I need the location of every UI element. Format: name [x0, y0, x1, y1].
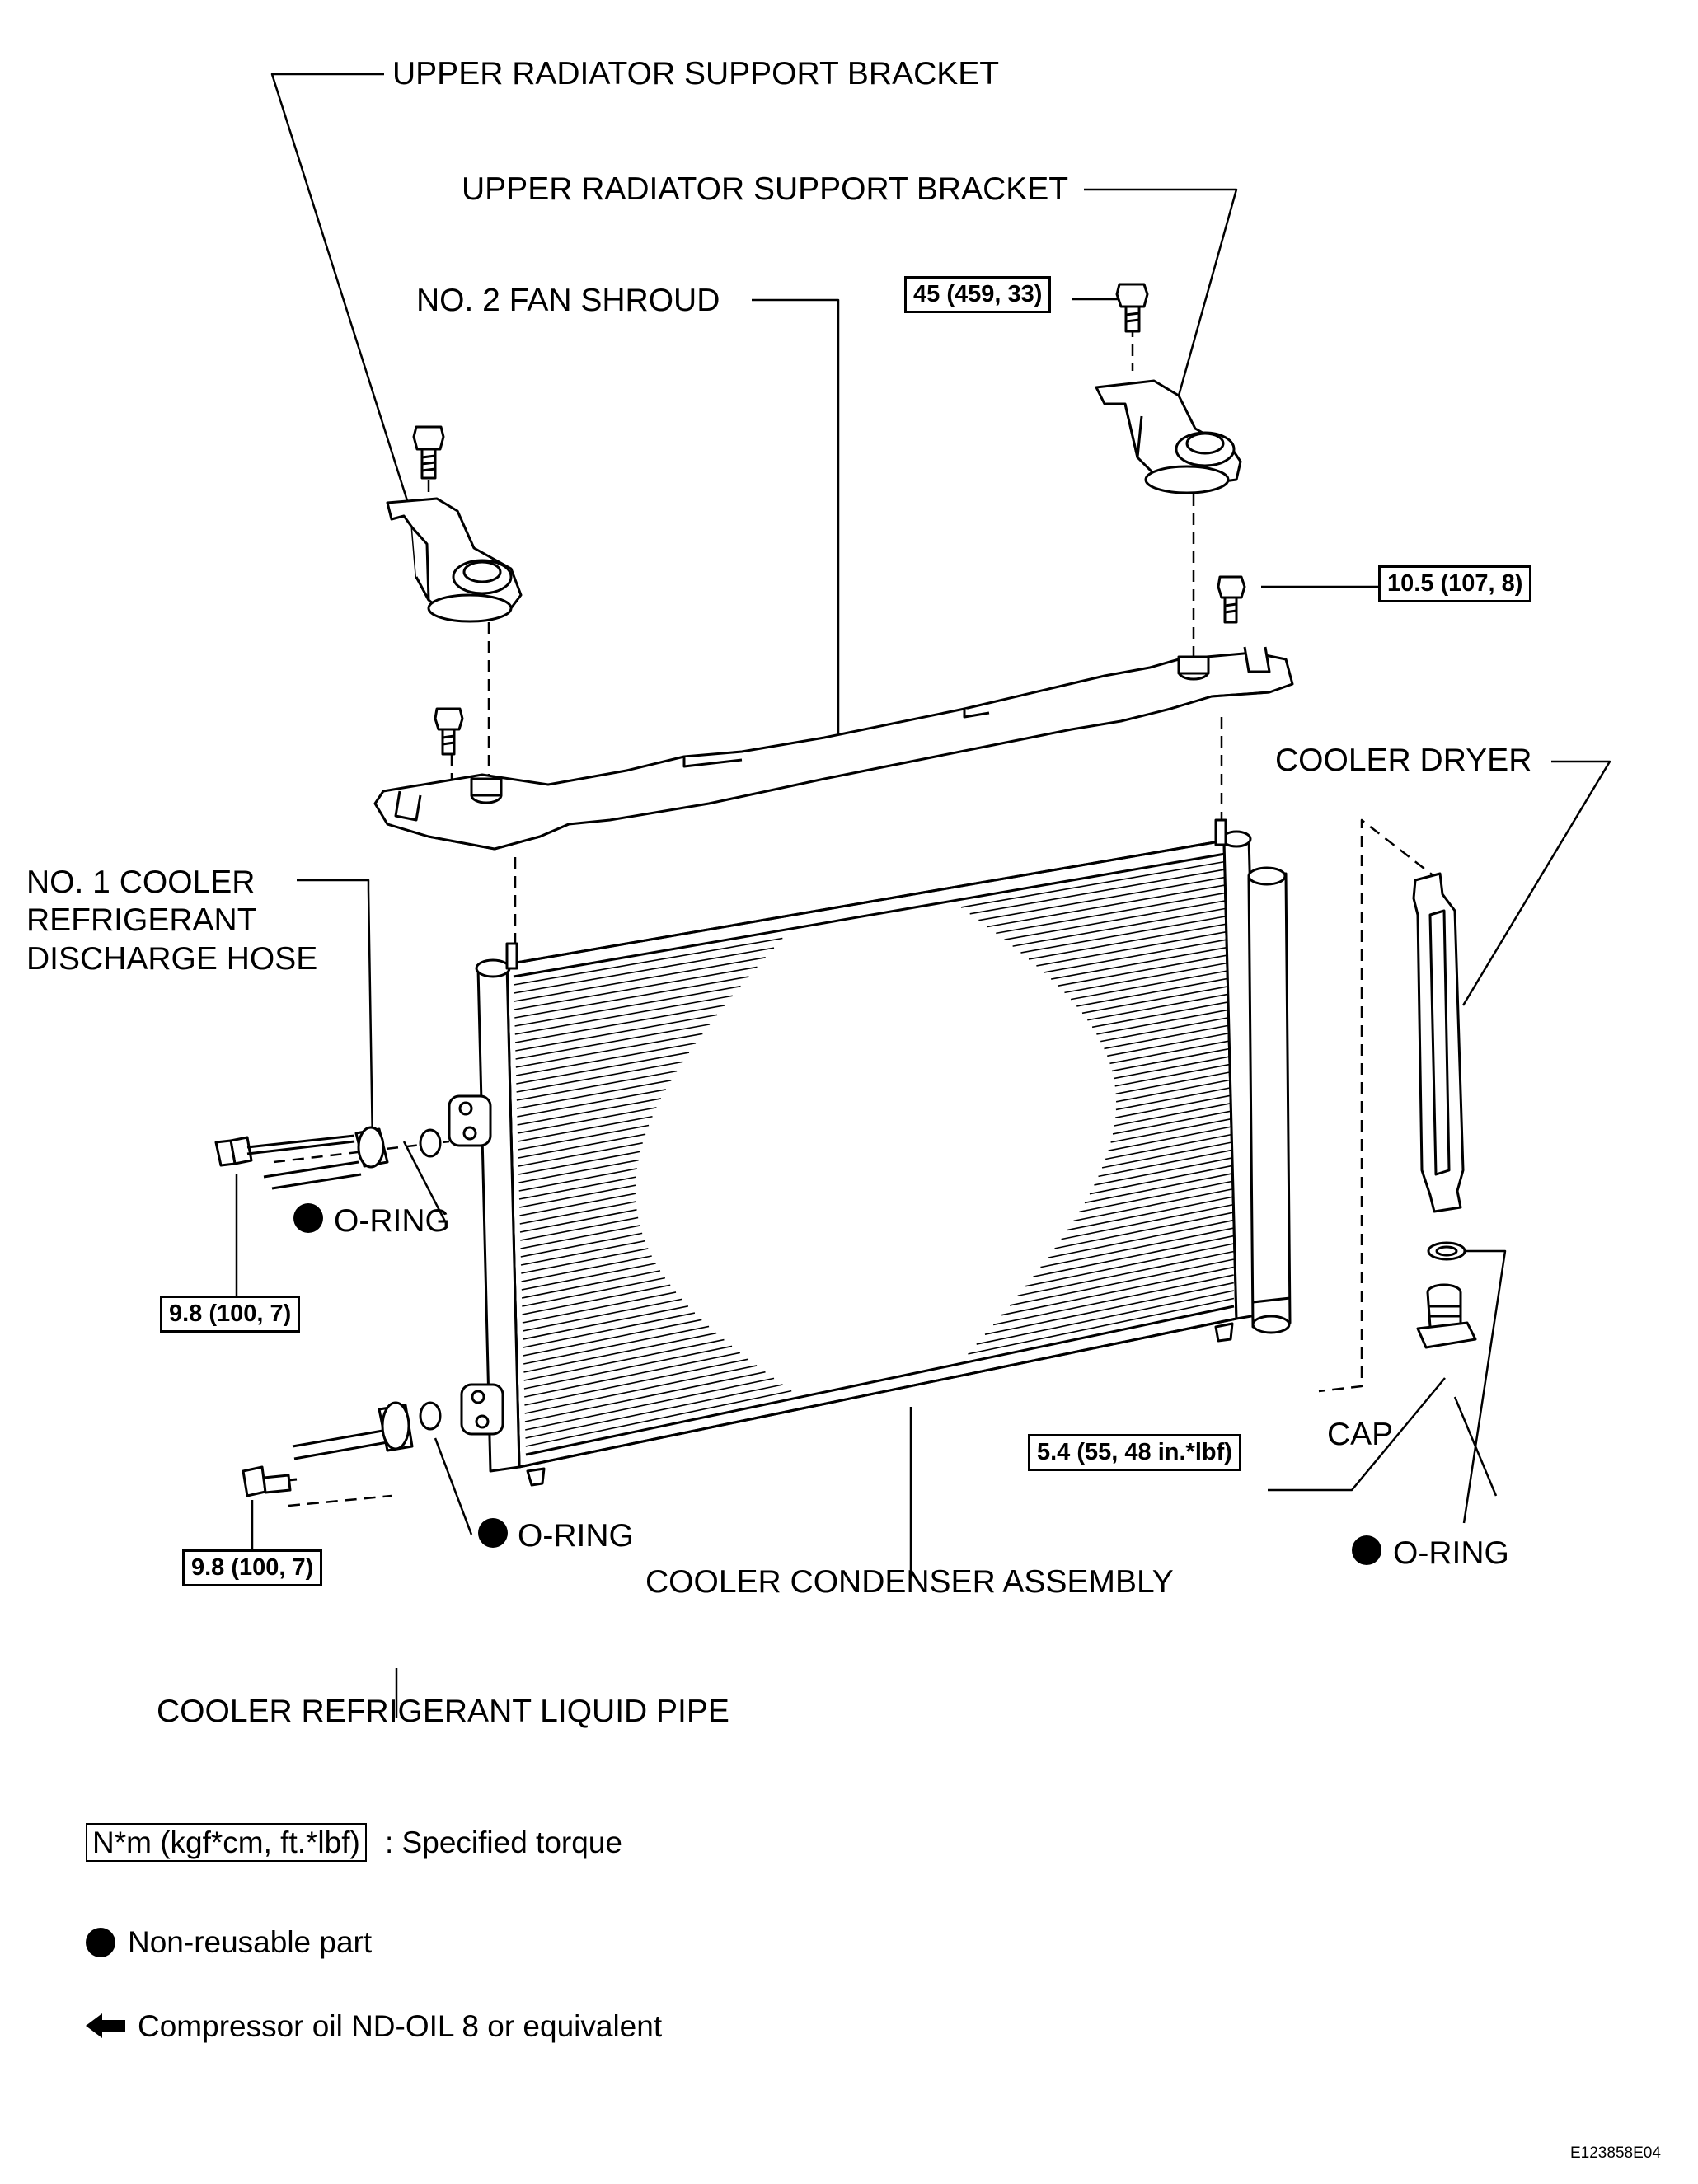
legend-torque-text: : Specified torque [385, 1825, 622, 1859]
label-discharge-hose: NO. 1 COOLER REFRIGERANT DISCHARGE HOSE [26, 865, 318, 977]
bolt-right-bracket [1115, 283, 1149, 333]
condenser-fins [514, 860, 1235, 1447]
upper-bracket-left [386, 497, 523, 623]
legend-non-reusable-dot-icon [86, 1928, 115, 1957]
label-o-ring-right: O-RING [1393, 1535, 1509, 1571]
discharge-hose-group [214, 1126, 442, 1190]
cooler-dryer [1412, 872, 1465, 1213]
dryer-o-ring-part [1427, 1241, 1466, 1261]
cap-part [1416, 1283, 1477, 1349]
torque-box-bracket: 45 (459, 33) [904, 276, 1052, 313]
label-upper-bracket-left: UPPER RADIATOR SUPPORT BRACKET [392, 56, 1000, 91]
non-reusable-dot-icon [478, 1518, 508, 1548]
label-o-ring-upper: O-RING [334, 1203, 450, 1239]
torque-box-pipe: 9.8 (100, 7) [182, 1549, 323, 1586]
label-cap: CAP [1327, 1417, 1394, 1452]
label-fan-shroud: NO. 2 FAN SHROUD [416, 283, 720, 318]
bolt-shroud-right [1217, 575, 1246, 624]
condenser-core [505, 839, 1238, 1469]
legend-nonreusable-text: Non-reusable part [128, 1925, 373, 1959]
upper-bracket-right [1095, 379, 1242, 494]
condenser-pins [505, 818, 1234, 1487]
oil-arrow-icon [86, 2013, 125, 2038]
leader-lines [235, 73, 1611, 1718]
non-reusable-dot-icon [293, 1203, 323, 1233]
receiver-tube [1247, 866, 1292, 1334]
legend-oil-text: Compressor oil ND-OIL 8 or equivalent [138, 2009, 663, 2043]
bolt-left-bracket [412, 425, 445, 480]
label-upper-bracket-right: UPPER RADIATOR SUPPORT BRACKET [462, 171, 1069, 207]
label-o-ring-lower: O-RING [518, 1518, 634, 1554]
condenser-inlet-blocks [448, 1094, 504, 1436]
condenser-left-tank [475, 958, 521, 1473]
liquid-pipe-group [242, 1401, 442, 1497]
torque-box-hose: 9.8 (100, 7) [160, 1296, 301, 1333]
bolt-shroud-left [434, 707, 464, 756]
non-reusable-dot-icon [1352, 1535, 1381, 1565]
torque-box-shroud: 10.5 (107, 8) [1378, 565, 1532, 602]
label-cooler-dryer: COOLER DRYER [1275, 743, 1532, 778]
figure-code: E123858E04 [1570, 2144, 1661, 2162]
label-condenser-assembly: COOLER CONDENSER ASSEMBLY [645, 1564, 1174, 1600]
torque-box-cap: 5.4 (55, 48 in.*lbf) [1028, 1434, 1241, 1471]
legend-torque-unit-box: N*m (kgf*cm, ft.*lbf) [86, 1823, 367, 1862]
label-liquid-pipe: COOLER REFRIGERANT LIQUID PIPE [157, 1694, 729, 1729]
fan-shroud [373, 646, 1294, 851]
